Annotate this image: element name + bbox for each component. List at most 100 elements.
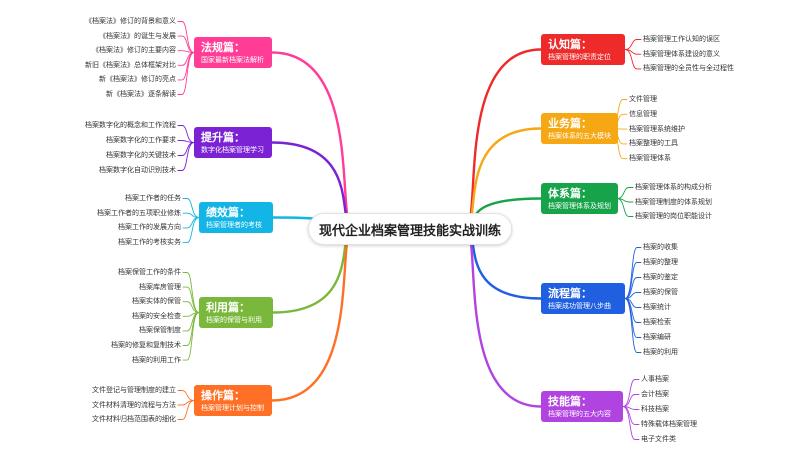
- leaf-topic[interactable]: 档案的保管: [643, 288, 678, 296]
- leaf-topic[interactable]: 档案的修复和复制技术: [111, 341, 181, 349]
- leaf-topic[interactable]: 档案管理制度的体系规划: [635, 197, 712, 206]
- leaf-topic[interactable]: 档案管理的全员性与全过程性: [643, 64, 734, 73]
- leaf-connector-tisheng: [177, 142, 195, 156]
- leaf-topic[interactable]: 档案库房管理: [139, 282, 181, 291]
- topic-title: 法规篇：: [201, 41, 245, 54]
- leaf-connector-jineng: [622, 406, 640, 440]
- leaf-connector-tixi: [616, 198, 634, 217]
- topic-yewu[interactable]: 业务篇：档案体系的五大模块: [541, 113, 618, 144]
- topic-subtitle: 档案的保管与利用: [206, 316, 262, 324]
- leaf-topic[interactable]: 特殊载体档案管理: [641, 420, 697, 428]
- leaf-topic[interactable]: 档案统计: [643, 303, 671, 311]
- leaf-topic[interactable]: 科技档案: [641, 405, 669, 413]
- topic-liyong[interactable]: 利用篇： 档案的保管与利用: [199, 297, 273, 328]
- topic-title: 绩效篇：: [206, 206, 250, 219]
- leaf-topic[interactable]: 文件材料清理的流程与方法: [92, 400, 176, 409]
- topic-title: 认知篇：: [548, 38, 592, 51]
- leaf-connector-tisheng: [177, 125, 195, 143]
- leaf-topic[interactable]: 档案保管制度: [139, 326, 181, 335]
- leaf-connector-jixiao: [182, 217, 200, 244]
- leaf-topic[interactable]: 《档案法》修订的主要内容: [92, 46, 176, 55]
- leaf-connector-liucheng: [624, 292, 642, 299]
- leaf-topic[interactable]: 新《档案法》逐条解读: [106, 90, 176, 98]
- leaf-topic[interactable]: 档案的利用: [643, 348, 678, 356]
- leaf-connector-jineng: [622, 379, 640, 407]
- leaf-topic[interactable]: 档案管理的岗位职能设计: [635, 212, 712, 220]
- leaf-topic[interactable]: 档案编研: [643, 333, 671, 341]
- topic-liucheng[interactable]: 流程篇： 档案成功管理八步曲: [541, 283, 625, 314]
- leaf-connector-liucheng: [624, 277, 642, 299]
- leaf-topic[interactable]: 档案的鉴定: [643, 273, 678, 281]
- leaf-connector-liucheng: [624, 298, 642, 353]
- leaf-connector-liyong: [182, 272, 200, 313]
- leaf-connector-liucheng: [624, 298, 642, 323]
- leaf-topic[interactable]: 档案数字化的概念和工作流程: [85, 121, 176, 129]
- topic-tixi[interactable]: 体系篇：档案管理体系及规划: [541, 183, 618, 214]
- leaf-topic[interactable]: 文件材料归档范围表的细化: [92, 415, 176, 423]
- leaf-topic[interactable]: 档案管理工作认知的误区: [643, 35, 720, 43]
- leaf-topic[interactable]: 档案管理系统维护: [629, 124, 685, 133]
- leaf-topic[interactable]: 文件管理: [629, 95, 657, 103]
- topic-title: 利用篇：: [206, 301, 250, 314]
- topic-fagui[interactable]: 法规篇： 国家最新档案法解析: [194, 37, 272, 68]
- leaf-topic[interactable]: 新《档案法》修订的亮点: [99, 75, 176, 84]
- leaf-topic[interactable]: 人事档案: [641, 375, 669, 383]
- leaf-topic[interactable]: 档案的收集: [643, 243, 678, 251]
- leaf-topic[interactable]: 档案数字化的工作要求: [106, 136, 176, 144]
- leaf-connector-fagui: [177, 52, 195, 81]
- leaf-connector-liyong: [182, 286, 200, 313]
- leaf-topic[interactable]: 档案实体的保管: [132, 297, 181, 306]
- topic-title: 提升篇：: [201, 131, 245, 144]
- leaf-topic[interactable]: 电子文件类: [641, 435, 676, 443]
- topic-title: 流程篇：: [548, 287, 592, 300]
- leaf-connector-liucheng: [624, 262, 642, 299]
- leaf-connector-liyong: [182, 312, 200, 361]
- topic-subtitle: 国家最新档案法解析: [201, 56, 264, 64]
- topic-jineng[interactable]: 技能篇： 档案管理的五大内容: [541, 391, 623, 422]
- topic-jixiao[interactable]: 绩效篇： 档案管理者的考核: [199, 202, 273, 233]
- leaf-topic[interactable]: 档案保管工作的条件: [118, 268, 181, 276]
- topic-title: 体系篇：: [548, 187, 592, 200]
- leaf-topic[interactable]: 档案的安全检查: [132, 311, 181, 320]
- leaf-topic[interactable]: 档案工作的发展方向: [118, 223, 181, 232]
- leaf-connector-fagui: [177, 35, 195, 53]
- leaf-topic[interactable]: 档案数字化的关键技术: [106, 151, 176, 159]
- leaf-topic[interactable]: 档案管理体系的构成分析: [635, 183, 712, 191]
- leaf-topic[interactable]: 文件登记与管理制度的建立: [92, 386, 176, 394]
- topic-caozuo[interactable]: 操作篇：档案管理计划与控制: [194, 385, 272, 416]
- leaf-connector-jixiao: [182, 198, 200, 218]
- topic-subtitle: 档案成功管理八步曲: [548, 302, 611, 310]
- leaf-topic[interactable]: 档案工作者的任务: [125, 194, 181, 202]
- topic-subtitle: 数字化档案管理学习: [201, 146, 264, 154]
- leaf-topic[interactable]: 《档案法》修订的背景和意义: [85, 17, 176, 25]
- leaf-topic[interactable]: 档案工作的考核实务: [118, 238, 181, 247]
- topic-subtitle: 档案管理的五大内容: [548, 410, 611, 418]
- topic-subtitle: 档案管理者的考核: [206, 221, 262, 229]
- leaf-topic[interactable]: 档案检索: [643, 318, 671, 326]
- central-topic[interactable]: 现代企业档案管理技能实战训练: [308, 213, 512, 245]
- topic-tisheng[interactable]: 提升篇： 数字化档案管理学习: [194, 127, 272, 158]
- connector-caozuo: [270, 226, 355, 402]
- leaf-topic[interactable]: 档案工作者的五项职业修炼: [97, 208, 181, 217]
- leaf-topic[interactable]: 新旧《档案法》总体框架对比: [85, 60, 176, 69]
- leaf-connector-caozuo: [177, 400, 195, 420]
- topic-subtitle: 档案管理的职责定位: [548, 53, 611, 61]
- leaf-connector-liyong: [182, 312, 200, 346]
- topic-renzhi[interactable]: 认知篇： 档案管理的职责定位: [541, 34, 625, 65]
- leaf-topic[interactable]: 《档案法》的诞生与发展: [99, 31, 176, 40]
- topic-title: 技能篇：: [548, 395, 592, 408]
- leaf-topic[interactable]: 档案数字化自动识别技术: [99, 166, 176, 174]
- leaf-topic[interactable]: 档案管理体系建设的意义: [643, 49, 720, 58]
- leaf-topic[interactable]: 档案整理的工具: [629, 139, 678, 148]
- leaf-connector-tixi: [616, 187, 634, 199]
- leaf-connector-fagui: [177, 21, 195, 53]
- leaf-topic[interactable]: 档案的整理: [643, 258, 678, 266]
- leaf-connector-jixiao: [182, 212, 200, 218]
- leaf-connector-renzhi: [624, 49, 642, 70]
- topic-title: 操作篇：: [201, 389, 245, 402]
- leaf-connector-fagui: [177, 52, 195, 95]
- leaf-topic[interactable]: 档案的利用工作: [132, 355, 181, 364]
- leaf-topic[interactable]: 信息管理: [629, 109, 657, 118]
- leaf-topic[interactable]: 档案管理体系: [629, 154, 671, 163]
- leaf-topic[interactable]: 会计档案: [641, 390, 669, 398]
